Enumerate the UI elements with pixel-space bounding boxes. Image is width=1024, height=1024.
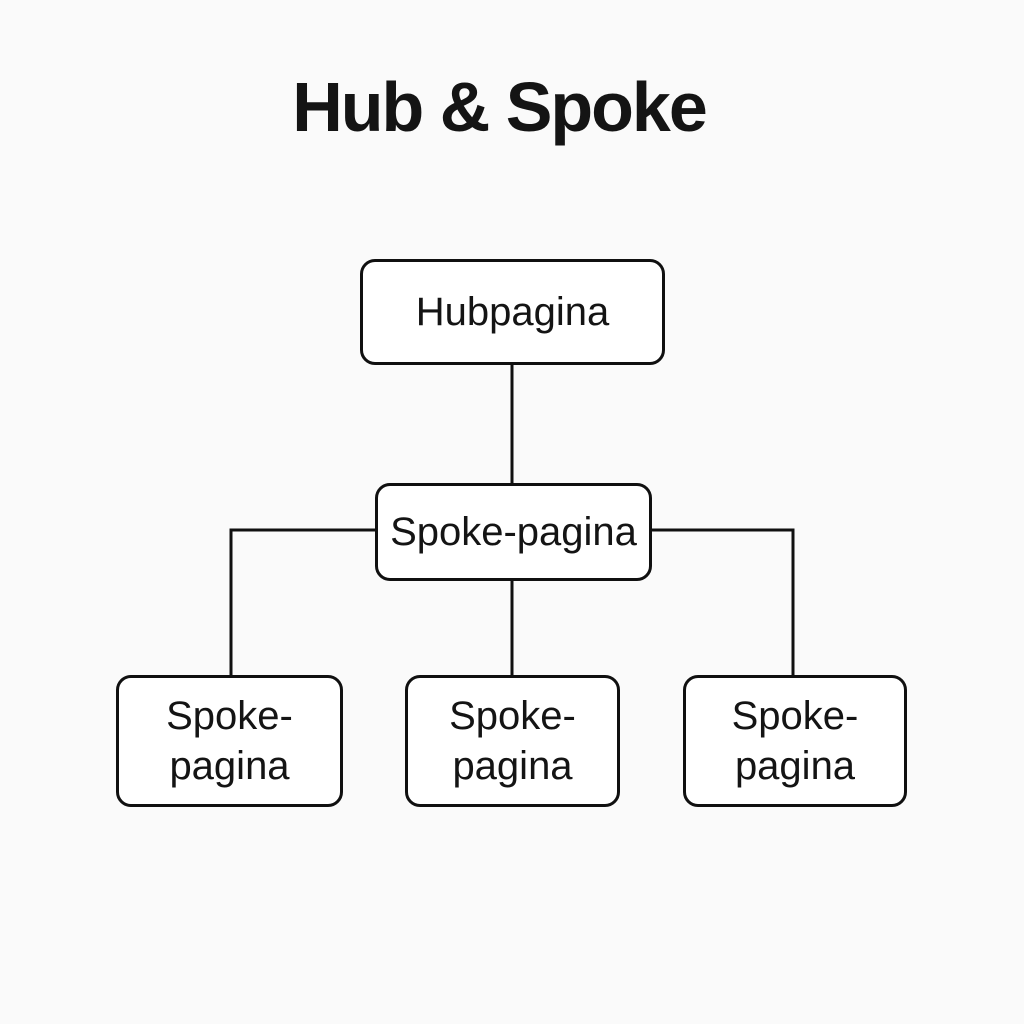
connector-mid-to-leaf-left [229,528,375,675]
node-spoke-mid: Spoke-pagina [375,483,652,581]
node-spoke-leaf-right: Spoke-pagina [683,675,907,807]
node-spoke-mid-label: Spoke-pagina [390,510,637,554]
node-spoke-leaf-right-label: Spoke-pagina [731,694,859,788]
node-hub-label: Hubpagina [415,290,610,334]
node-hub: Hubpagina [360,259,665,365]
connector-mid-to-leaf-right [652,528,795,675]
node-spoke-leaf-left: Spoke-pagina [116,675,343,807]
diagram-title: Hub & Spoke [292,68,708,146]
node-spoke-leaf-left-label: Spoke-pagina [166,694,293,788]
node-spoke-leaf-center-label: Spoke-pagina [449,694,576,788]
node-spoke-leaf-center: Spoke-pagina [405,675,620,807]
